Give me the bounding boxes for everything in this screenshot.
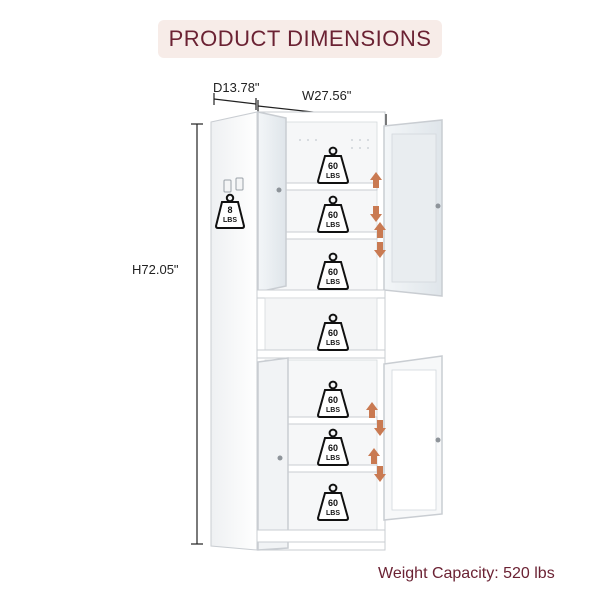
side-hooks [223, 177, 244, 193]
width-label: W27.56" [302, 88, 352, 103]
weight-capacity-text: Weight Capacity: 520 lbs [378, 565, 555, 582]
weight-tag-hook: 8 LBS [214, 193, 246, 229]
cabinet-base [256, 529, 386, 543]
weight-unit: LBS [326, 455, 340, 462]
weight-tag-shelf-6: 60 LBS [316, 428, 350, 466]
weight-unit: LBS [326, 173, 340, 180]
weight-value: 60 [327, 210, 338, 220]
height-dimension-line [191, 123, 203, 545]
weight-tag-shelf-7: 60 LBS [316, 483, 350, 521]
weight-unit: LBS [326, 340, 340, 347]
weight-unit: LBS [326, 279, 340, 286]
weight-value: 60 [327, 395, 338, 405]
weight-icon [214, 193, 246, 229]
cabinet-side-panel [210, 111, 258, 551]
weight-unit: LBS [326, 407, 340, 414]
weight-unit: LBS [223, 217, 237, 224]
weight-tag-shelf-4: 60 LBS [316, 313, 350, 351]
depth-label: D13.78" [213, 80, 260, 95]
middle-shelf-bottom [256, 349, 386, 359]
weight-value: 60 [327, 498, 338, 508]
weight-icon [316, 146, 350, 184]
weight-tag-shelf-3: 60 LBS [316, 252, 350, 290]
weight-icon [316, 252, 350, 290]
weight-tag-shelf-1: 60 LBS [316, 146, 350, 184]
weight-icon [316, 195, 350, 233]
weight-unit: LBS [326, 222, 340, 229]
weight-value: 60 [327, 328, 338, 338]
lower-left-door [257, 357, 289, 551]
weight-icon [316, 380, 350, 418]
height-label: H72.05" [132, 262, 179, 277]
title-banner: PRODUCT DIMENSIONS [158, 20, 442, 58]
depth-dimension-line [213, 93, 257, 110]
page-title: PRODUCT DIMENSIONS [168, 26, 432, 51]
weight-unit: LBS [326, 510, 340, 517]
weight-icon [316, 313, 350, 351]
adjust-arrows [366, 172, 386, 482]
weight-value: 8 [227, 205, 233, 215]
weight-value: 60 [327, 161, 338, 171]
weight-tag-shelf-2: 60 LBS [316, 195, 350, 233]
weight-tag-shelf-5: 60 LBS [316, 380, 350, 418]
weight-icon [316, 428, 350, 466]
weight-value: 60 [327, 443, 338, 453]
middle-shelf-top [256, 289, 386, 299]
weight-value: 60 [327, 267, 338, 277]
upper-left-glass-door [257, 111, 287, 293]
weight-icon [316, 483, 350, 521]
